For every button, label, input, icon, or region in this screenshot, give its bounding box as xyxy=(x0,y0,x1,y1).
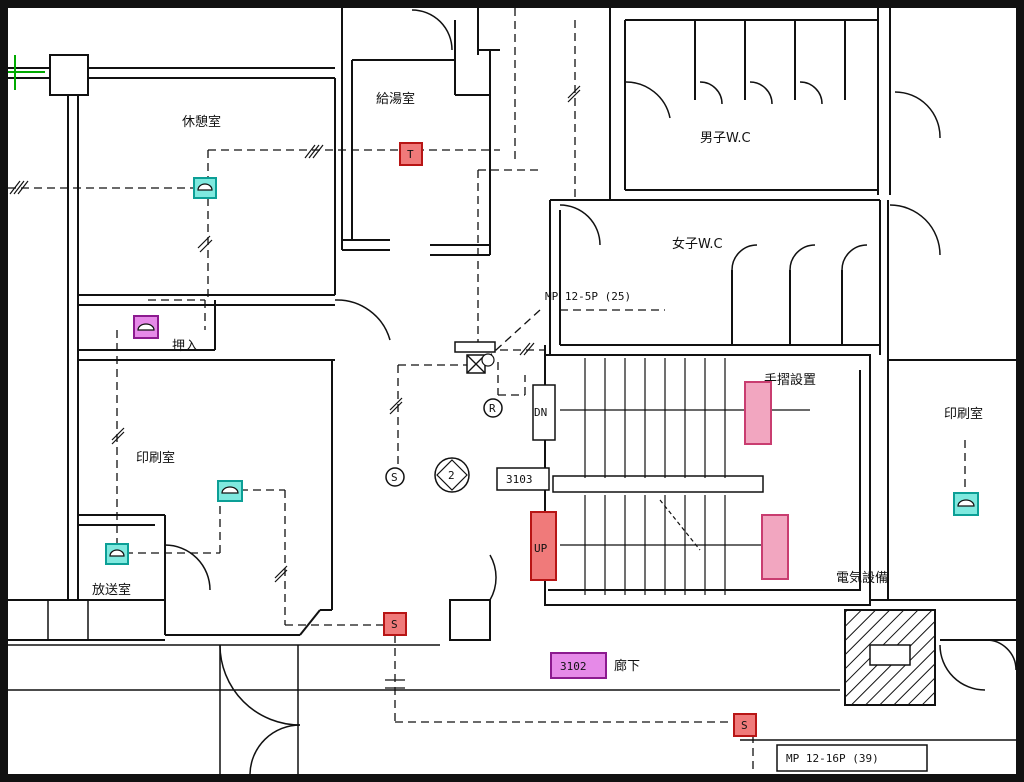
room-code-3102-box[interactable] xyxy=(550,652,607,679)
s-circle-symbol xyxy=(385,467,405,487)
wiring-lines xyxy=(8,8,966,774)
up-stair-marker[interactable] xyxy=(530,511,557,581)
speaker-icon[interactable] xyxy=(953,492,979,516)
equipment-box xyxy=(869,644,911,666)
label-rouka: 廊下 xyxy=(614,658,640,674)
handrail-marker-icon[interactable] xyxy=(744,381,772,445)
label-insatsu-left: 印刷室 xyxy=(136,450,175,466)
label-s-1: S xyxy=(391,618,398,631)
walls xyxy=(8,8,1016,774)
room-code-3103-box xyxy=(496,467,550,491)
mp-bottom-box xyxy=(776,744,928,772)
speaker-icon[interactable] xyxy=(193,177,217,199)
smoke-detector-icon[interactable] xyxy=(733,713,757,737)
smoke-detector-icon[interactable] xyxy=(383,612,407,636)
small-circle-symbol xyxy=(481,353,495,367)
label-insatsu-right: 印刷室 xyxy=(944,406,983,422)
label-kyukei: 休憩室 xyxy=(182,114,221,130)
label-housou: 放送室 xyxy=(92,582,131,598)
wire-ticks xyxy=(9,85,581,689)
r-circle-symbol xyxy=(483,398,503,418)
handrail-marker-icon[interactable] xyxy=(761,514,789,580)
label-up: UP xyxy=(534,542,548,555)
speaker-icon[interactable] xyxy=(133,315,159,339)
label-mp-top: MP 12-5P (25) xyxy=(545,290,631,303)
dn-box xyxy=(532,384,556,441)
label-mp-bottom: MP 12-16P (39) xyxy=(786,752,879,765)
label-s-2: S xyxy=(741,719,748,732)
label-denki: 電気設備 xyxy=(836,570,888,586)
label-oshiire: 押入 xyxy=(172,339,198,354)
label-t: T xyxy=(407,148,414,161)
speaker-icon[interactable] xyxy=(217,480,243,502)
label-r: R xyxy=(489,402,496,415)
label-kyuto: 給湯室 xyxy=(376,91,415,107)
structural-column xyxy=(49,54,89,96)
label-male-wc: 男子W.C xyxy=(700,131,751,146)
circled-number-diamond xyxy=(436,459,468,491)
label-num-2: 2 xyxy=(448,469,455,482)
label-dn: DN xyxy=(534,406,547,419)
label-s-circle: S xyxy=(391,471,398,484)
label-tesuri: 手摺設置 xyxy=(764,372,816,388)
circled-number xyxy=(434,457,470,493)
room-code-3102: 3102 xyxy=(560,660,587,673)
door-swings xyxy=(164,9,1017,775)
label-female-wc: 女子W.C xyxy=(672,236,723,252)
junction-plate xyxy=(454,341,496,353)
room-code-3103: 3103 xyxy=(506,473,533,486)
speaker-icon[interactable] xyxy=(105,543,129,565)
thermal-detector-icon[interactable] xyxy=(399,142,423,166)
